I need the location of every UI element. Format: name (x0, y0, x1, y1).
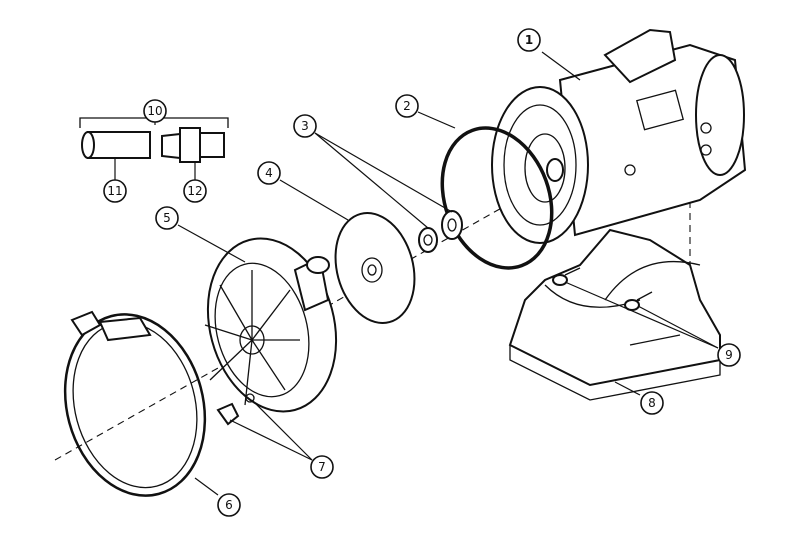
mounting-bolts (552, 267, 653, 311)
svg-text:8: 8 (648, 396, 656, 410)
pipe-assembly (79, 117, 229, 163)
impeller (334, 212, 416, 324)
svg-text:7: 7 (318, 460, 326, 474)
callout-1: 1 (517, 28, 541, 52)
svg-text:10: 10 (147, 104, 162, 118)
callout-2: 2 (395, 94, 419, 118)
callout-7: 7 (310, 455, 334, 479)
svg-text:5: 5 (163, 211, 171, 225)
leader-lines (114, 51, 719, 496)
svg-text:1: 1 (525, 33, 533, 47)
svg-text:4: 4 (265, 166, 273, 180)
svg-text:6: 6 (225, 498, 233, 512)
callout-10: 10 (143, 99, 167, 123)
housing-clamp (63, 310, 207, 497)
callout-12: 12 (183, 179, 207, 203)
pump-seal (418, 210, 463, 253)
callout-9: 9 (717, 343, 741, 367)
svg-text:3: 3 (301, 119, 309, 133)
callout-5: 5 (155, 206, 179, 230)
callout-11: 11 (103, 179, 127, 203)
callout-8: 8 (640, 391, 664, 415)
svg-text:9: 9 (725, 348, 733, 362)
pump-housing (204, 237, 338, 413)
svg-text:2: 2 (403, 99, 411, 113)
drain-plugs (216, 393, 255, 426)
callout-3: 3 (293, 114, 317, 138)
motor-base (508, 228, 721, 401)
callout-6: 6 (217, 493, 241, 517)
svg-text:11: 11 (107, 184, 122, 198)
motor (491, 28, 747, 244)
callout-4: 4 (257, 161, 281, 185)
svg-text:12: 12 (187, 184, 202, 198)
